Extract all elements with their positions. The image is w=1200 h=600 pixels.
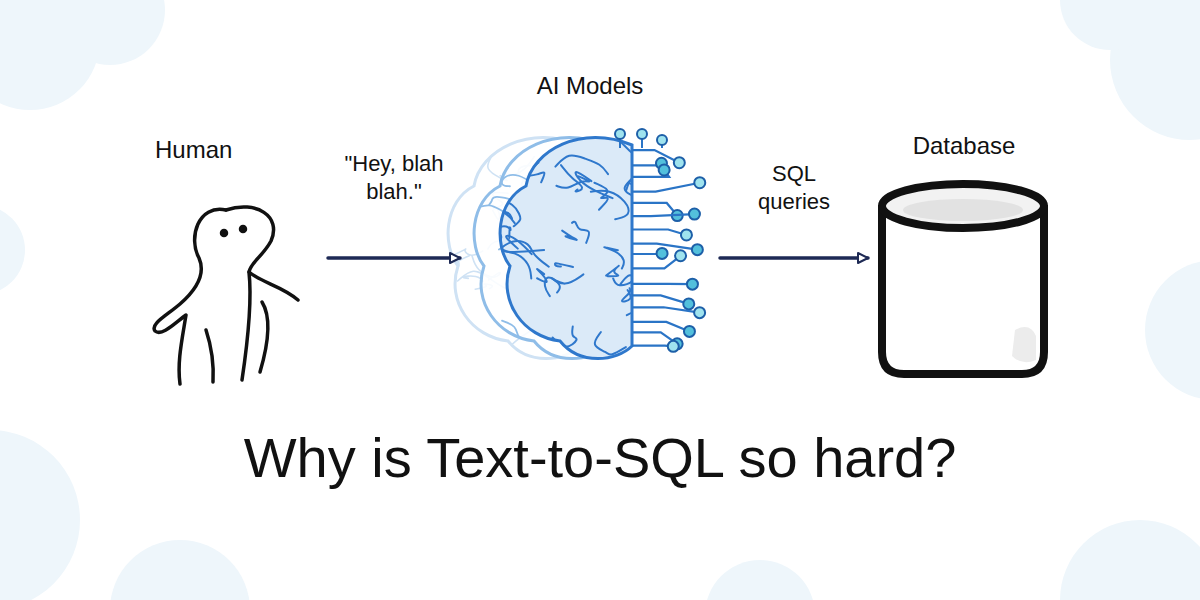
brain-fold (500, 211, 515, 224)
figure-outline (154, 209, 226, 384)
circuit-trace (632, 183, 700, 192)
brain-fold (591, 191, 629, 219)
brain-fold (604, 247, 624, 268)
brain-fold (553, 327, 577, 347)
cloud (0, 205, 25, 295)
edge-label: "Hey, blah blah." (329, 150, 459, 205)
brain-fold (595, 332, 626, 355)
brain-fold (626, 178, 642, 190)
cylinder-shade (1012, 327, 1036, 362)
brain-fold (545, 278, 560, 297)
brain-fold (527, 162, 544, 182)
node-label: Human (155, 136, 328, 165)
brain-fold (490, 153, 511, 171)
circuit-trace (632, 295, 689, 304)
circuit-node (675, 250, 686, 261)
brain-outline (500, 137, 632, 358)
brain-fold (469, 175, 481, 191)
node-box: Human (145, 130, 328, 392)
circuit-trace (632, 203, 677, 216)
circuit-node (694, 177, 705, 188)
brain-fold (506, 236, 532, 254)
brain-fold (594, 183, 607, 210)
circuit-node (692, 244, 703, 255)
brain-fold (434, 187, 455, 210)
circuit-node (694, 307, 705, 318)
brain-fold (495, 197, 520, 227)
circuit-node (615, 129, 625, 139)
cloud (0, 430, 80, 600)
database-cylinder (882, 184, 1044, 374)
brain-fold (464, 260, 481, 289)
figure-arm (260, 302, 268, 372)
cloud (1060, 0, 1160, 50)
brain-fold (555, 263, 573, 267)
circuit-node (689, 209, 700, 220)
circuit-trace (632, 256, 681, 269)
figure-leg (206, 330, 213, 382)
circuit-node (668, 341, 679, 352)
node-label: AI Models (460, 72, 720, 101)
brain-fold (606, 266, 619, 276)
cloud (1060, 520, 1200, 600)
brain-hemisphere (454, 123, 658, 358)
circuit-trace (632, 214, 694, 216)
edge-label: SQL queries (744, 160, 844, 215)
circuit-trace (632, 229, 686, 234)
circuit-trace (632, 307, 700, 312)
brain-fold (562, 231, 577, 240)
brain-fold (622, 288, 631, 301)
circuit-trace (632, 283, 692, 286)
figure-outline (226, 207, 298, 300)
cloud (110, 540, 250, 600)
cylinder-top (882, 184, 1044, 228)
brain-fold (454, 286, 498, 299)
node-label: Database (868, 132, 1060, 161)
brain-fold (453, 280, 468, 313)
brain-fold (456, 142, 474, 160)
brain-hemisphere (434, 137, 638, 360)
arrow-connector (328, 256, 460, 260)
cloud (55, 0, 165, 65)
brain-fold (556, 176, 589, 188)
circuit-node (683, 298, 694, 309)
figure-eye (241, 227, 246, 232)
node-box: AI Models (460, 68, 720, 386)
cloud (1145, 260, 1200, 400)
node-box: Database (868, 128, 1060, 386)
brain-fold (540, 141, 551, 152)
circuit-node (674, 157, 685, 168)
brain-fold (433, 321, 443, 330)
diagram-title: Why is Text-to-SQL so hard? (0, 424, 1200, 491)
circuit-traces (615, 129, 705, 352)
circuit-node (657, 248, 668, 259)
brain-fold (555, 155, 608, 174)
circuit-node (637, 129, 647, 139)
human-figure (154, 207, 298, 384)
circuit-trace (632, 322, 689, 331)
circuit-node (659, 164, 670, 175)
brain-illustration (402, 123, 705, 360)
cylinder-top-shade (903, 199, 1023, 221)
brain-fold (613, 275, 633, 285)
circuit-node (657, 135, 667, 145)
brain-folds (454, 123, 658, 354)
figure-outline (242, 272, 250, 380)
circuit-node (687, 279, 698, 290)
arrow-connector (720, 256, 868, 260)
brain-fold (486, 231, 501, 254)
brain-fold (482, 243, 531, 278)
brain-fold (590, 123, 631, 152)
cloud (705, 560, 815, 600)
circuit-node (681, 229, 692, 240)
figure-eye (222, 231, 227, 236)
circuit-node (684, 326, 695, 337)
brain-fold (434, 264, 478, 276)
